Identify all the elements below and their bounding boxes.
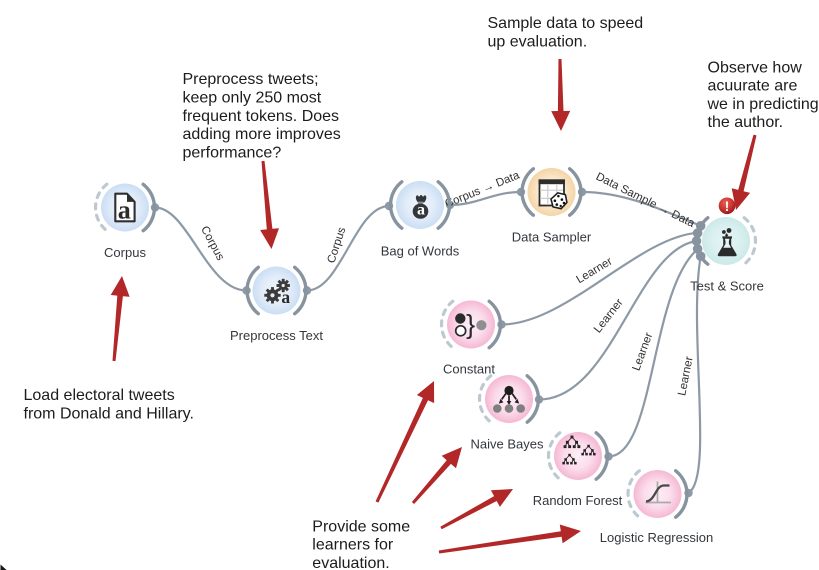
svg-text:Load electoral tweets: Load electoral tweets <box>24 387 175 404</box>
svg-text:Random Forest: Random Forest <box>533 493 623 508</box>
svg-text:Provide some: Provide some <box>312 518 410 535</box>
svg-text:Logistic Regression: Logistic Regression <box>600 530 713 545</box>
svg-text:Corpus: Corpus <box>198 224 226 263</box>
svg-text:Learner: Learner <box>676 355 695 396</box>
svg-text:Corpus: Corpus <box>104 245 146 260</box>
svg-text:Learner: Learner <box>592 297 626 336</box>
svg-text:performance?: performance? <box>183 144 282 161</box>
svg-text:Preprocess tweets;: Preprocess tweets; <box>183 71 319 88</box>
svg-text:Preprocess Text: Preprocess Text <box>230 328 323 343</box>
svg-text:Corpus → Data: Corpus → Data <box>443 169 522 210</box>
svg-text:Observe how: Observe how <box>708 59 803 76</box>
svg-text:!: ! <box>725 199 730 214</box>
svg-text:Learner: Learner <box>574 255 614 286</box>
svg-text:up evaluation.: up evaluation. <box>488 34 588 51</box>
svg-text:Naive Bayes: Naive Bayes <box>471 437 544 452</box>
svg-text:Data Sample → Data: Data Sample → Data <box>594 171 697 230</box>
svg-text:Bag of Words: Bag of Words <box>381 244 460 259</box>
svg-text:Corpus: Corpus <box>326 226 349 265</box>
svg-text:Learner: Learner <box>631 331 656 373</box>
svg-text:Sample data to speed: Sample data to speed <box>488 15 644 32</box>
svg-text:a: a <box>118 195 131 224</box>
svg-text:we in predicting: we in predicting <box>707 96 819 113</box>
svg-text:a: a <box>417 201 425 218</box>
svg-text:the author.: the author. <box>708 114 784 131</box>
svg-text:evaluation.: evaluation. <box>312 555 389 570</box>
svg-text:keep only 250 most: keep only 250 most <box>183 90 322 107</box>
svg-text:a: a <box>281 287 290 307</box>
svg-text:acuurate are: acuurate are <box>708 78 798 95</box>
svg-text:from Donald and Hillary.: from Donald and Hillary. <box>24 406 194 423</box>
svg-text:Data Sampler: Data Sampler <box>512 230 592 245</box>
svg-text:Constant: Constant <box>443 362 495 377</box>
svg-text:adding more improves: adding more improves <box>183 126 341 143</box>
svg-text:}: } <box>466 310 475 340</box>
svg-text:learners for: learners for <box>312 537 394 554</box>
svg-text:frequent tokens. Does: frequent tokens. Does <box>183 108 340 125</box>
svg-text:Test & Score: Test & Score <box>690 279 764 294</box>
